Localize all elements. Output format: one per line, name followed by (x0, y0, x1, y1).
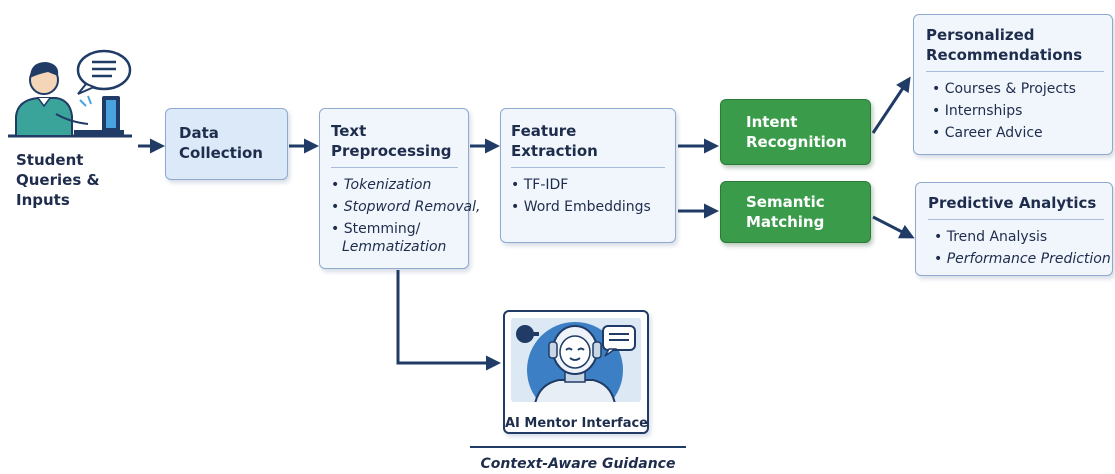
ai-mentor-label: AI Mentor Interface (505, 416, 648, 431)
feature-extraction-title: Feature Extraction (511, 122, 598, 160)
predictive-analytics-box: Predictive Analytics Trend Analysis Perf… (915, 182, 1113, 276)
arrow-text-to-mentor (396, 270, 501, 371)
context-aware-caption: Context-Aware Guidance (480, 456, 676, 472)
list-item: Word Embeddings (511, 196, 675, 218)
arrow-semantic-to-analytics (872, 215, 915, 239)
separator (511, 167, 665, 168)
personalized-recommendations-box: Personalized Recommendations Courses & P… (913, 14, 1113, 155)
text-preprocessing-title: Text Preprocessing (331, 122, 452, 160)
list-item: Internships (932, 100, 1112, 122)
separator (928, 219, 1104, 220)
list-item: Career Advice (932, 122, 1112, 144)
personalized-recommendations-list: Courses & Projects Internships Career Ad… (926, 78, 1112, 144)
feature-extraction-box: Feature Extraction TF-IDF Word Embedding… (500, 108, 676, 243)
text-preprocessing-list: Tokenization Stopword Removal, Stemming/ (331, 174, 481, 238)
predictive-analytics-title: Predictive Analytics (928, 194, 1097, 212)
student-label: Student Queries & Inputs (16, 151, 100, 209)
list-item: Stopword Removal, (331, 196, 481, 218)
separator (331, 167, 458, 168)
list-item-continuation: Lemmatization (342, 239, 447, 255)
data-collection-title: Data Collection (179, 124, 263, 162)
feature-extraction-list: TF-IDF Word Embeddings (511, 174, 675, 218)
robot-mentor-icon (511, 318, 641, 402)
list-item: Stemming/ (331, 220, 468, 238)
arrow-intent-to-recommendations (871, 76, 911, 134)
intent-recognition-title: Intent Recognition (746, 113, 847, 151)
list-item: Performance Prediction (934, 248, 1112, 270)
student-at-laptop-icon (8, 48, 138, 138)
list-item: Tokenization (331, 174, 468, 196)
text-preprocessing-box: Text Preprocessing Tokenization Stopword… (319, 108, 481, 269)
semantic-matching-title: Semantic Matching (746, 193, 825, 231)
list-item: Trend Analysis (934, 226, 1112, 248)
personalized-recommendations-title: Personalized Recommendations (926, 26, 1083, 64)
ai-mentor-box: AI Mentor Interface (503, 310, 649, 434)
intent-recognition-box: Intent Recognition (720, 99, 871, 165)
semantic-matching-box: Semantic Matching (720, 181, 871, 243)
separator (926, 71, 1104, 72)
list-item: Courses & Projects (932, 78, 1112, 100)
predictive-analytics-list: Trend Analysis Performance Prediction (928, 226, 1112, 270)
data-collection-box: Data Collection (165, 108, 288, 180)
list-item: TF-IDF (511, 174, 675, 196)
speech-bubble-icon (76, 49, 132, 95)
